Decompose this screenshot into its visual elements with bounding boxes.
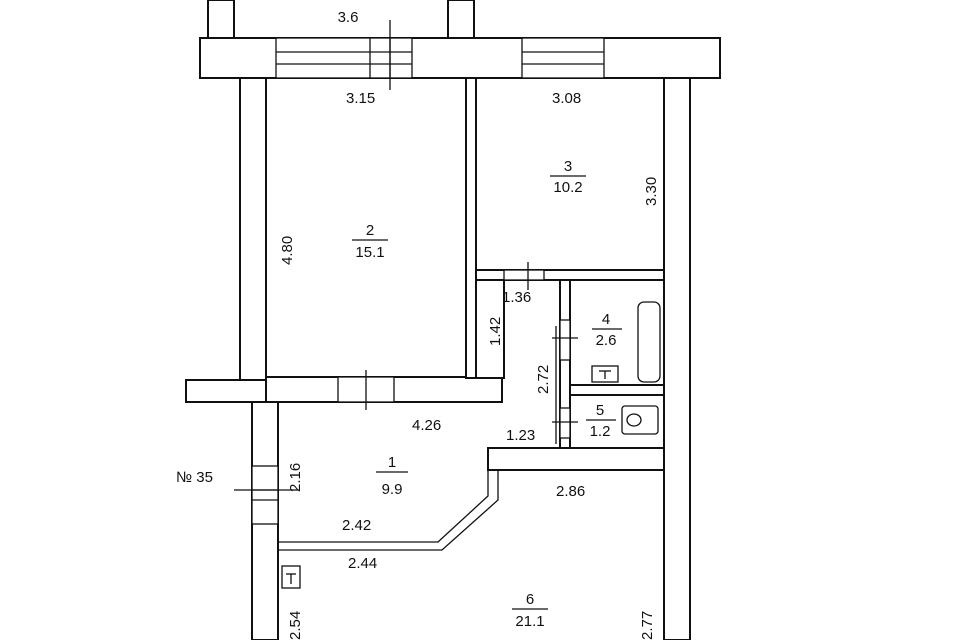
dimension-lines xyxy=(389,20,557,444)
bathtub-icon xyxy=(637,301,661,383)
partition-2-3 xyxy=(465,77,477,379)
room-6-area: 21.1 xyxy=(515,613,544,630)
radiator-icon xyxy=(281,565,301,589)
dim-room6-top: 2.86 xyxy=(556,483,585,500)
door-bath xyxy=(559,319,571,361)
left-exterior-wall-upper xyxy=(239,77,267,381)
bath-wc-wall xyxy=(569,384,665,396)
room-5-area: 1.2 xyxy=(590,423,611,440)
door-room3 xyxy=(503,269,545,281)
walls xyxy=(185,0,721,640)
dim-room2-height: 4.80 xyxy=(279,236,296,265)
balcony-wall-right xyxy=(447,0,475,39)
door-wc xyxy=(559,407,571,439)
bath-tap-icon xyxy=(591,365,619,383)
dim-hall-height: 2.16 xyxy=(287,463,304,492)
left-wall-stub xyxy=(185,379,279,403)
window-hall xyxy=(251,465,279,525)
dim-top-right: 3.08 xyxy=(552,90,581,107)
balcony-wall-left xyxy=(207,0,235,39)
right-exterior-wall xyxy=(663,77,691,640)
room-3-number: 3 xyxy=(564,158,572,175)
room-2-number: 2 xyxy=(366,222,374,239)
room6-partition xyxy=(278,470,499,589)
apartment-number: № 35 xyxy=(176,469,213,486)
sink-icon xyxy=(621,405,659,435)
doors xyxy=(337,262,578,439)
dim-hall-bottom: 2.42 xyxy=(342,517,371,534)
room-5-number: 5 xyxy=(596,402,604,419)
room-labels: 3.6 2 15.1 3 10.2 4 2.6 5 1.2 1 9.9 6 21… xyxy=(338,9,622,630)
room-3-area: 10.2 xyxy=(553,179,582,196)
room-4-number: 4 xyxy=(602,311,610,328)
dim-room6-left-height: 2.54 xyxy=(287,611,304,640)
dim-wc-width: 1.23 xyxy=(506,427,535,444)
room-6-number: 6 xyxy=(526,591,534,608)
window-room3 xyxy=(521,37,605,79)
room-2-area: 15.1 xyxy=(355,244,384,261)
dimension-labels: 3.15 3.08 3.30 4.80 1.36 1.42 2.72 4.26 … xyxy=(279,90,660,640)
room6-top-wall xyxy=(487,447,665,471)
room-1-area: 9.9 xyxy=(382,481,403,498)
dim-corridor-upper-width: 1.36 xyxy=(502,289,531,306)
corridor-left-wall xyxy=(475,279,505,379)
windows xyxy=(251,37,605,525)
dim-corridor-upper-height: 1.42 xyxy=(487,317,504,346)
fixtures xyxy=(591,301,661,435)
room-4-area: 2.6 xyxy=(596,332,617,349)
dim-top-left: 3.15 xyxy=(346,90,375,107)
dim-corridor-length: 2.72 xyxy=(535,365,552,394)
room-1-number: 1 xyxy=(388,454,396,471)
dim-hall-width: 4.26 xyxy=(412,417,441,434)
dim-room6-width: 2.44 xyxy=(348,555,377,572)
dim-room3-height: 3.30 xyxy=(643,177,660,206)
window-room2 xyxy=(275,37,413,79)
room-0-area: 3.6 xyxy=(338,9,359,26)
dim-room6-right-height: 2.77 xyxy=(639,611,656,640)
